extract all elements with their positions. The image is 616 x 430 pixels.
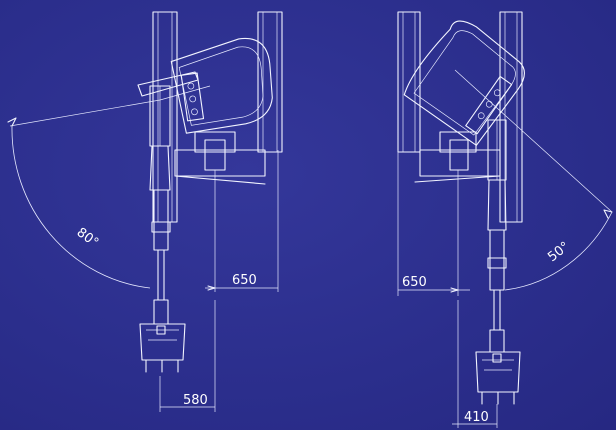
right-arm	[475, 119, 521, 405]
right-dim-650: 650	[397, 150, 470, 296]
right-view: 50° 650 410	[397, 11, 613, 428]
right-base-plate	[414, 131, 501, 183]
left-swing-arc: 80°	[7, 85, 211, 289]
left-base-plate	[174, 131, 266, 185]
right-swing-arc: 50°	[454, 69, 613, 291]
left-view: 80° 650 580	[7, 11, 283, 412]
right-angle-label: 50°	[545, 239, 572, 265]
right-dim-410: 410	[452, 300, 498, 428]
right-dim-650-label: 650	[402, 275, 427, 290]
left-dim-650-label: 650	[232, 273, 257, 288]
right-mount-rails	[397, 11, 523, 223]
left-mount-rails	[152, 11, 283, 223]
right-housing	[403, 20, 525, 146]
left-dim-650: 650	[205, 150, 279, 292]
left-dim-580: 580	[159, 300, 216, 412]
left-housing	[170, 37, 273, 134]
right-dim-410-label: 410	[464, 410, 489, 425]
left-arm	[137, 71, 199, 373]
left-dim-580-label: 580	[183, 393, 208, 408]
left-angle-label: 80°	[74, 225, 101, 251]
